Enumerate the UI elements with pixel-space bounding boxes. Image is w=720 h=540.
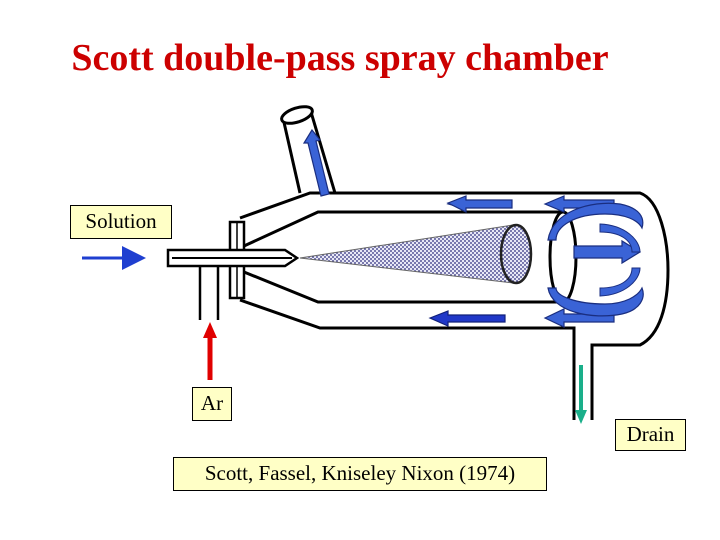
swirl-arrow-right-bottom (599, 267, 641, 297)
swirl-arrow-bottom (547, 286, 644, 317)
inner-tube (243, 210, 565, 304)
flow-arrow-lower-left (428, 310, 506, 327)
spray-cone-end (499, 223, 533, 285)
drain-label: Drain (615, 419, 686, 451)
page-title: Scott double-pass spray chamber (71, 37, 609, 79)
solution-label: Solution (70, 205, 172, 239)
drain-arrow-head (575, 410, 587, 424)
ar-label: Ar (192, 387, 232, 421)
ar-arrow-head (203, 322, 217, 338)
flow-arrow-mid-right (573, 239, 642, 265)
exit-tube (281, 111, 337, 194)
exit-flow-arrow (302, 128, 330, 197)
spray-cone (299, 224, 514, 284)
swirl-arrow-top (547, 202, 644, 241)
flow-arrow-upper-left-band (446, 195, 513, 213)
citation-label: Scott, Fassel, Kniseley Nixon (1974) (173, 457, 547, 491)
swirl-arrow-right-top (599, 223, 641, 253)
exit-tube-opening (280, 105, 314, 125)
outer-chamber-wall (239, 191, 670, 420)
flow-arrow-lower-right (543, 308, 615, 328)
